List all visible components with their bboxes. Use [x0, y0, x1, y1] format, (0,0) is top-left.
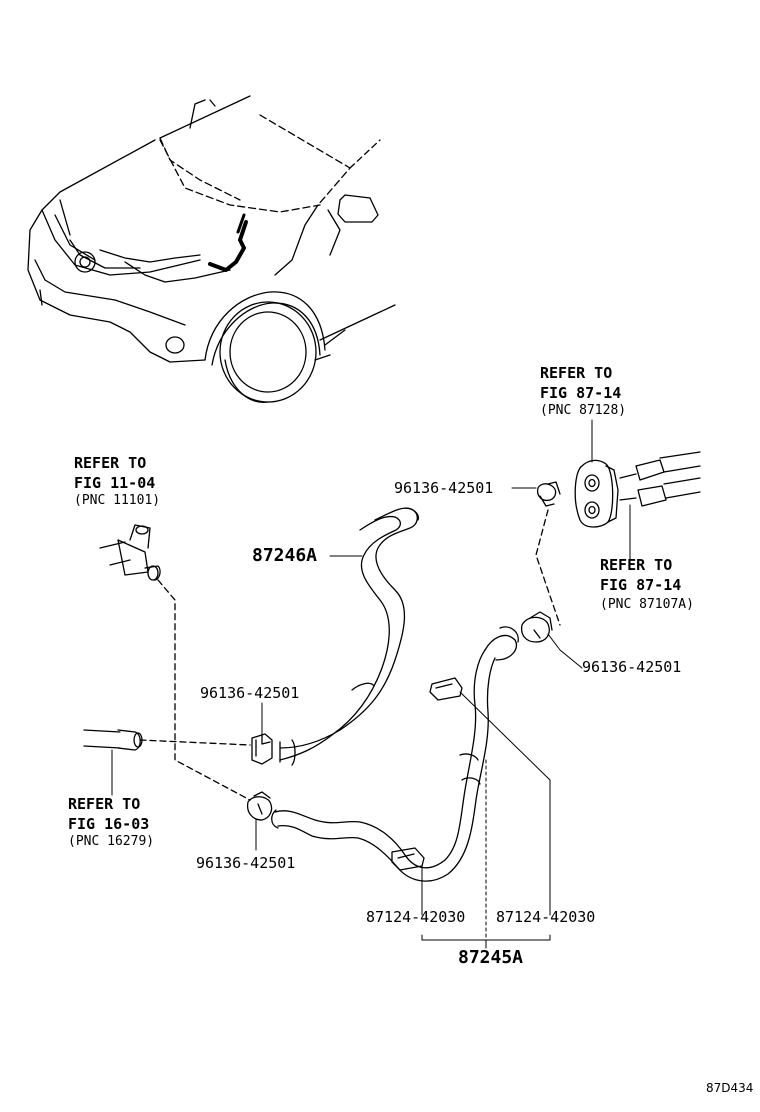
ref-mid-right-line3: (PNC 87107A)	[600, 597, 694, 612]
vehicle-front-illustration	[27, 95, 396, 403]
ref-bottom-left-line1: REFER TO	[68, 795, 141, 813]
joint-connectors	[391, 677, 463, 871]
label-clamp-left-lower: 96136-42501	[196, 854, 296, 872]
label-hose-lower: 87245A	[458, 947, 524, 968]
ref-mid-right-line1: REFER TO	[600, 556, 673, 574]
clamp-mid-right-drawing	[520, 611, 553, 643]
clamp-left-upper-drawing	[251, 733, 273, 765]
label-hose-upper: 87246A	[252, 545, 318, 566]
ref-top-right-line1: REFER TO	[540, 364, 613, 382]
label-clamp-upper-right: 96136-42501	[394, 479, 494, 497]
diagram-code: 87D434	[706, 1081, 754, 1095]
ref-bottom-left-line2: FIG 16-03	[68, 815, 150, 833]
label-joint-left: 87124-42030	[366, 908, 466, 926]
ref-top-left-line2: FIG 11-04	[74, 474, 156, 492]
leader-lines	[111, 419, 631, 949]
washer-nozzle-assembly	[535, 451, 701, 626]
left-reference-tube	[83, 729, 251, 751]
hose-87246a	[279, 507, 419, 766]
ref-top-right-line3: (PNC 87128)	[540, 403, 627, 418]
ref-top-right-line2: FIG 87-14	[540, 384, 622, 402]
ref-top-left-line3: (PNC 11101)	[74, 493, 161, 508]
label-clamp-mid-right: 96136-42501	[582, 658, 682, 676]
label-joint-right: 87124-42030	[496, 908, 596, 926]
left-connector-upper	[99, 524, 251, 801]
ref-top-left-line1: REFER TO	[74, 454, 147, 472]
hose-87245a	[271, 626, 519, 882]
clamp-left-lower-drawing	[246, 791, 273, 821]
ref-mid-right-line2: FIG 87-14	[600, 576, 682, 594]
label-clamp-left-upper: 96136-42501	[200, 684, 300, 702]
ref-bottom-left-line3: (PNC 16279)	[68, 834, 155, 849]
